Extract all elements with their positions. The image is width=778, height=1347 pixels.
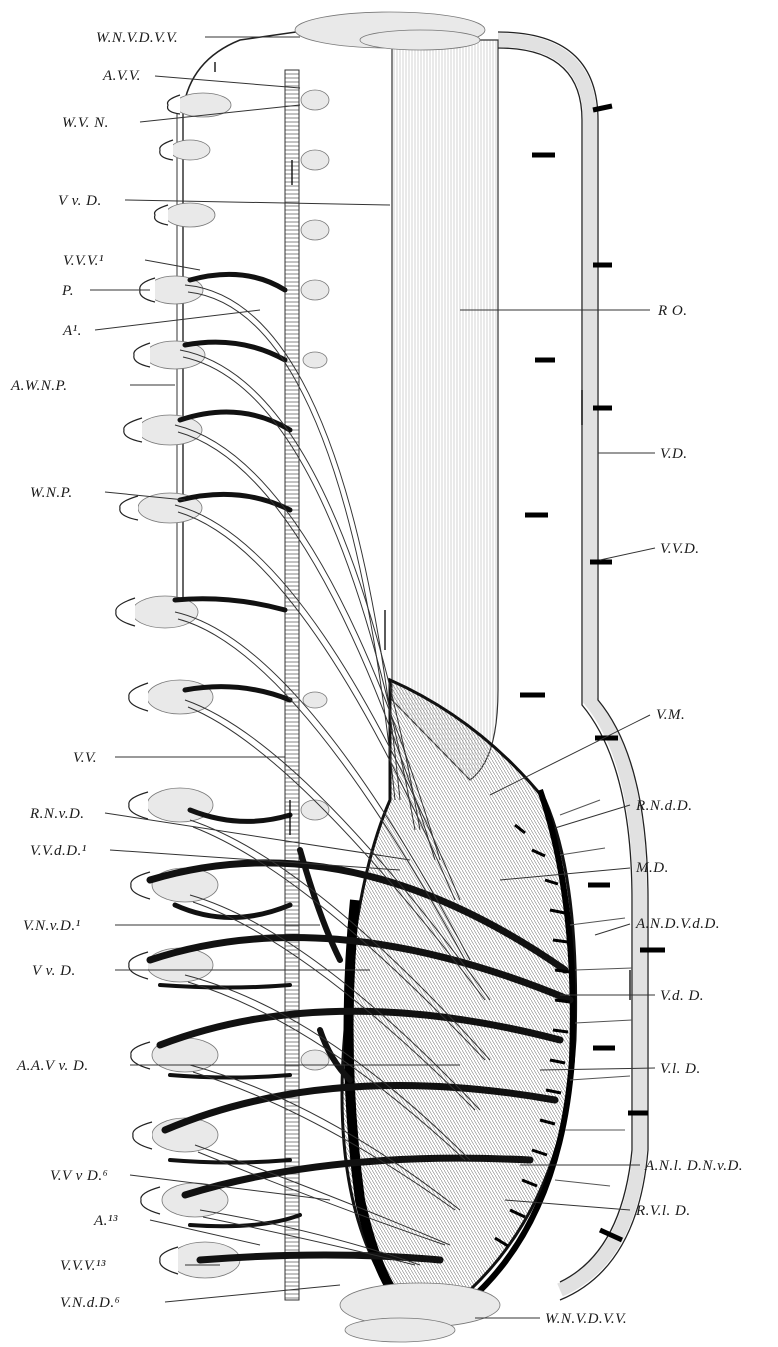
bottom-gland xyxy=(340,1283,500,1342)
label-rvld: R.V.l. D. xyxy=(635,1203,691,1219)
label-wnvdvv-top: W.N.V.D.V.V. xyxy=(96,30,178,46)
label-aavvd: A.A.V v. D. xyxy=(16,1058,89,1074)
label-vnvd1: V.N.v.D.¹ xyxy=(23,918,81,934)
label-a13: A.¹³ xyxy=(93,1213,118,1229)
top-gland xyxy=(295,12,485,50)
label-wnvdvv-bottom: W.N.V.D.V.V. xyxy=(545,1311,627,1327)
label-wvn: W.V. N. xyxy=(62,115,109,131)
label-vdd: V.d. D. xyxy=(660,988,704,1004)
label-vvv1: V.V.V.¹ xyxy=(63,253,104,269)
label-a1: A¹. xyxy=(62,323,82,339)
label-vvdd1: V.V.d.D.¹ xyxy=(30,843,87,859)
label-rnvd-left: R.N.v.D. xyxy=(29,806,85,822)
loop-organ xyxy=(342,680,576,1310)
label-p: P. xyxy=(61,283,74,299)
label-awnp: A.W.N.P. xyxy=(10,378,68,394)
label-ro: R O. xyxy=(657,303,688,319)
label-vm: V.M. xyxy=(656,707,685,723)
label-anldnvd: A.N.l. D.N.v.D. xyxy=(644,1158,743,1174)
label-vvd-mid: V v. D. xyxy=(32,963,76,979)
label-vd: V.D. xyxy=(660,446,688,462)
label-vv: V.V. xyxy=(73,750,97,766)
straight-tube xyxy=(392,40,498,780)
label-vld: V.l. D. xyxy=(660,1061,701,1077)
label-vnvdd6: V.N.d.D.⁶ xyxy=(60,1295,120,1311)
label-vvv13: V.V.V.¹³ xyxy=(60,1258,106,1274)
label-vvvd6: V.V v D.⁶ xyxy=(50,1168,108,1184)
label-vvd: V v. D. xyxy=(58,193,102,209)
label-vvd-right: V.V.D. xyxy=(660,541,700,557)
label-md: M.D. xyxy=(635,860,669,876)
left-vessel xyxy=(285,70,299,1300)
label-rnvd-right: R.N.d.D. xyxy=(635,798,693,814)
label-avv: A.V.V. xyxy=(102,68,141,84)
label-anvdvdd: A.N.D.V.d.D. xyxy=(635,916,720,932)
label-wnp: W.N.P. xyxy=(30,485,73,501)
